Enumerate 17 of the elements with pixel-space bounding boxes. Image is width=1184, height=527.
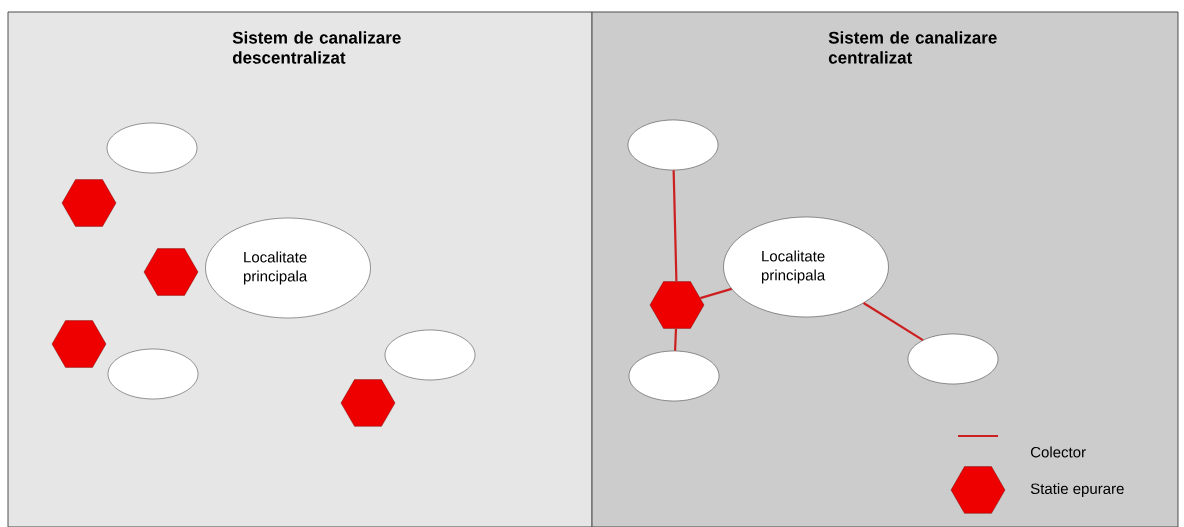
- hexagon: [340, 379, 396, 427]
- hexagon: [143, 248, 199, 296]
- legend-text: Statie epurare: [1030, 483, 1124, 497]
- legend-text: Colector: [1030, 446, 1086, 458]
- ellipse: [627, 119, 719, 171]
- ellipse: [628, 350, 720, 402]
- pipe-line: [672, 170, 678, 282]
- pipe-line: [699, 287, 732, 300]
- hexagon: [61, 179, 117, 227]
- ellipse: [384, 329, 476, 381]
- pipe-line: [673, 328, 678, 351]
- ellipse: [106, 122, 198, 174]
- hexagon: [51, 320, 107, 368]
- ellipse: [907, 333, 999, 385]
- ellipse: [107, 348, 199, 400]
- pipe-line: [863, 302, 924, 342]
- hexagon: [649, 281, 705, 329]
